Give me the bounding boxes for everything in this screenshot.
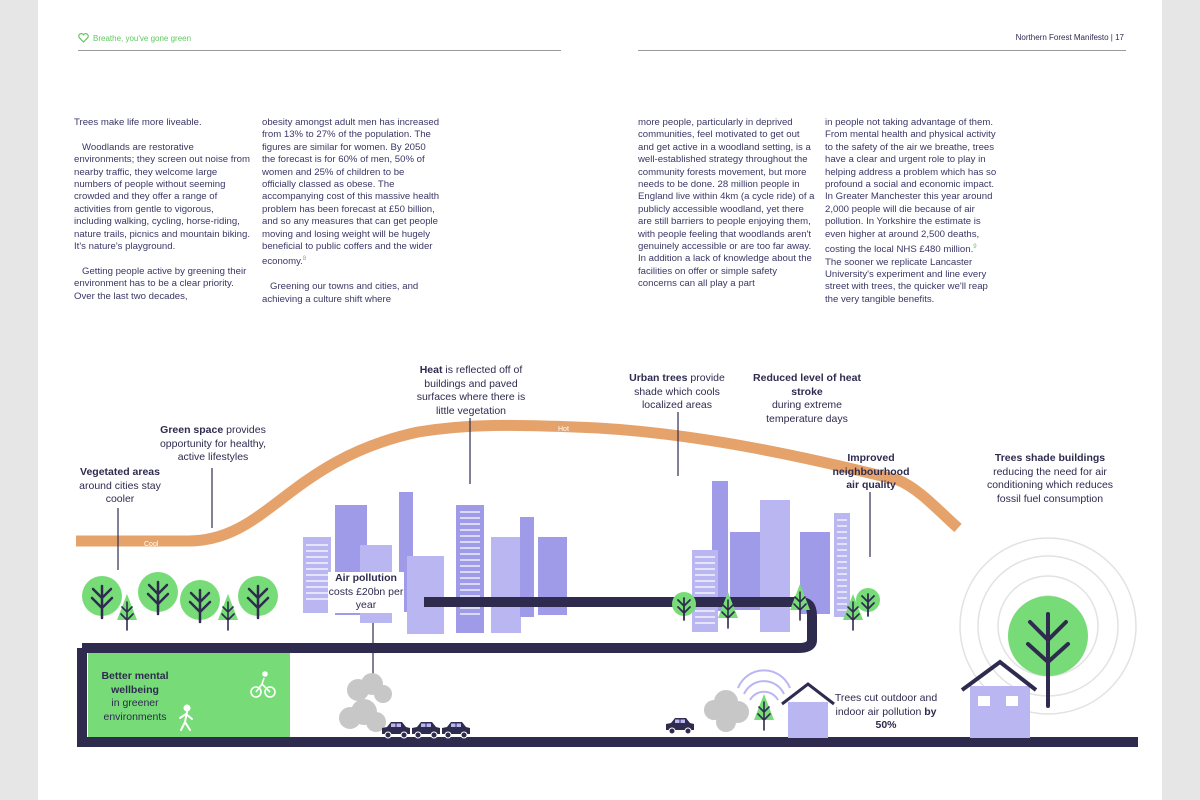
walker-icon	[179, 704, 193, 731]
running-header-right: Northern Forest Manifesto | 17	[1015, 33, 1124, 42]
urban-heat-infographic: Cool Hot Cool	[76, 412, 1138, 747]
paragraph: Trees make life more liveable.	[74, 117, 202, 128]
annotation-heat: Heat is reflected off of buildings and p…	[416, 364, 526, 417]
curve-label-hot: Hot	[558, 426, 569, 433]
forest-left	[80, 570, 280, 631]
annotation-urban-trees: Urban trees provide shade which cools lo…	[629, 372, 725, 411]
small-house	[781, 682, 835, 738]
air-filter-tree	[737, 669, 791, 731]
annotation-green-space: Green space provides opportunity for hea…	[159, 424, 267, 463]
traffic-cars	[381, 717, 695, 739]
ground-road	[77, 648, 1138, 747]
paragraph: Woodlands are restorative environments; …	[74, 141, 250, 253]
section-title: Breathe, you've gone green	[93, 33, 192, 43]
footnote-marker: 8	[302, 256, 307, 263]
city-buildings-right	[692, 481, 850, 632]
pointer-lines	[117, 412, 871, 676]
annotation-pollution-cut: Trees cut outdoor and indoor air polluti…	[834, 692, 938, 731]
body-column-1: Trees make life more liveable. Woodlands…	[74, 117, 252, 315]
footnote-marker: 9	[973, 244, 977, 251]
paragraph: in people not taking advantage of them. …	[825, 117, 997, 256]
pollution-smoke-right	[704, 690, 749, 732]
paragraph: Greening our towns and cities, and achie…	[262, 281, 419, 305]
cyclist-icon	[250, 671, 276, 698]
header-rule-left	[78, 50, 561, 51]
green-park-area	[88, 653, 290, 737]
header-rule-right	[638, 50, 1126, 51]
document-spread: Breathe, you've gone green Northern Fore…	[38, 0, 1162, 800]
curve-label-cool-left: Cool	[144, 541, 159, 548]
paragraph: more people, particularly in deprived co…	[638, 117, 815, 290]
city-buildings-left	[303, 492, 567, 634]
body-column-2: obesity amongst adult men has increased …	[262, 117, 440, 319]
pollution-smoke-left	[339, 673, 392, 732]
paragraph: Getting people active by greening their …	[74, 265, 247, 302]
running-header-left: Breathe, you've gone green	[78, 33, 191, 43]
body-column-3: more people, particularly in deprived co…	[638, 117, 816, 303]
shaded-house	[960, 659, 1038, 738]
heart-icon	[78, 33, 89, 43]
curve-label-cool-right: Cool	[925, 517, 941, 529]
big-shade-tree	[1008, 596, 1088, 708]
annotation-air-quality: Improved neighbourhood air quality	[832, 452, 910, 491]
paragraph: obesity amongst adult men has increased …	[262, 117, 440, 268]
paragraph: The sooner we replicate Lancaster Univer…	[825, 256, 988, 305]
body-column-4: in people not taking advantage of them. …	[825, 117, 1003, 319]
temperature-curve	[76, 419, 962, 547]
